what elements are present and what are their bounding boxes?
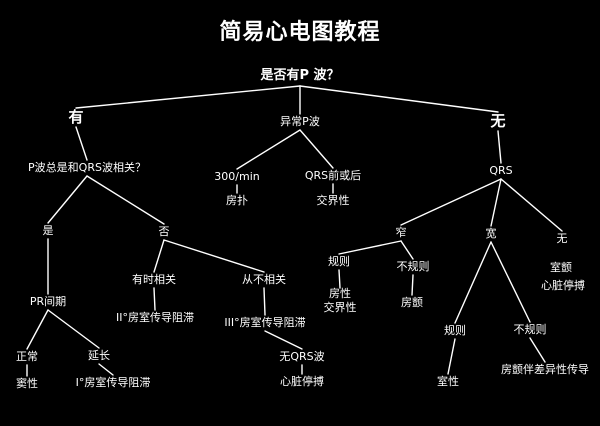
node-junctional: 交界性 [316, 194, 350, 207]
connector-line [338, 269, 341, 289]
node-cardiac-arrest-1: 心脏停搏 [541, 279, 585, 292]
connector-line [490, 178, 502, 227]
node-atrial-junctional: 房性 交界性 [323, 287, 357, 314]
connector-line [264, 330, 303, 350]
connector-line [98, 363, 114, 376]
node-has-p: 有 [68, 108, 84, 126]
node-qrs-before-after: QRS前或后 [304, 169, 362, 182]
node-flutter: 房扑 [226, 194, 248, 207]
node-abnormal-p: 异常P波 [280, 115, 320, 128]
node-none-qrs: 无 [556, 232, 568, 245]
connector-line [400, 178, 502, 226]
connector-line [490, 241, 531, 323]
connector-line [411, 274, 414, 296]
node-no-qrs: 无QRS波 [279, 350, 325, 363]
connector-line [299, 129, 334, 169]
connector-line [153, 287, 156, 311]
node-cardiac-arrest-2: 心脏停搏 [280, 375, 324, 388]
node-narrow-irregular: 不规则 [396, 260, 430, 273]
connector-line [497, 130, 502, 164]
node-300-min: 300/min [214, 170, 260, 183]
connector-line [86, 175, 165, 225]
node-sometimes-related: 有时相关 [132, 273, 176, 286]
connector-line [47, 309, 100, 349]
node-wide-irregular: 不规则 [513, 323, 547, 336]
node-narrow-regular: 规则 [328, 255, 350, 268]
node-normal: 正常 [16, 350, 38, 363]
node-sinus: 窦性 [16, 377, 38, 390]
node-prolonged: 延长 [88, 349, 110, 362]
node-yes: 是 [42, 224, 54, 237]
node-p-qrs-related: P波总是和QRS波相关？ [28, 161, 146, 174]
node-root: 是否有P 波？ [260, 68, 340, 83]
node-avb1: I°房室传导阻滞 [75, 376, 151, 389]
connector-line [447, 338, 456, 375]
connector-line [47, 175, 88, 224]
connector-line [236, 129, 301, 170]
node-avb2: II°房室传导阻滞 [116, 311, 194, 324]
node-no-p: 无 [490, 112, 506, 130]
connector-line [26, 309, 49, 350]
connector-line [75, 85, 301, 109]
connector-line [338, 240, 402, 255]
connector-line [163, 239, 265, 273]
node-afib-aberrant: 房颤伴差异性传导 [501, 363, 589, 376]
node-wide-regular: 规则 [444, 324, 466, 337]
node-vfib: 室颤 [550, 261, 572, 274]
connector-line [263, 287, 266, 316]
page-title: 简易心电图教程 [219, 20, 381, 45]
connector-line [153, 239, 165, 273]
node-never-related: 从不相关 [242, 273, 286, 286]
node-wide: 宽 [485, 227, 497, 240]
connector-line [75, 126, 88, 161]
node-avb3: III°房室传导阻滞 [224, 316, 306, 329]
connector-line [500, 178, 563, 232]
node-ventricular: 室性 [437, 375, 459, 388]
connector-line [400, 240, 414, 260]
connector-line [454, 241, 492, 324]
node-no: 否 [158, 225, 170, 238]
node-qrs: QRS [489, 164, 513, 177]
node-pr-interval: PR间期 [29, 295, 67, 308]
node-afib: 房颤 [401, 296, 423, 309]
connector-line [529, 337, 546, 363]
connector-line [299, 85, 499, 113]
node-narrow: 窄 [395, 226, 407, 239]
